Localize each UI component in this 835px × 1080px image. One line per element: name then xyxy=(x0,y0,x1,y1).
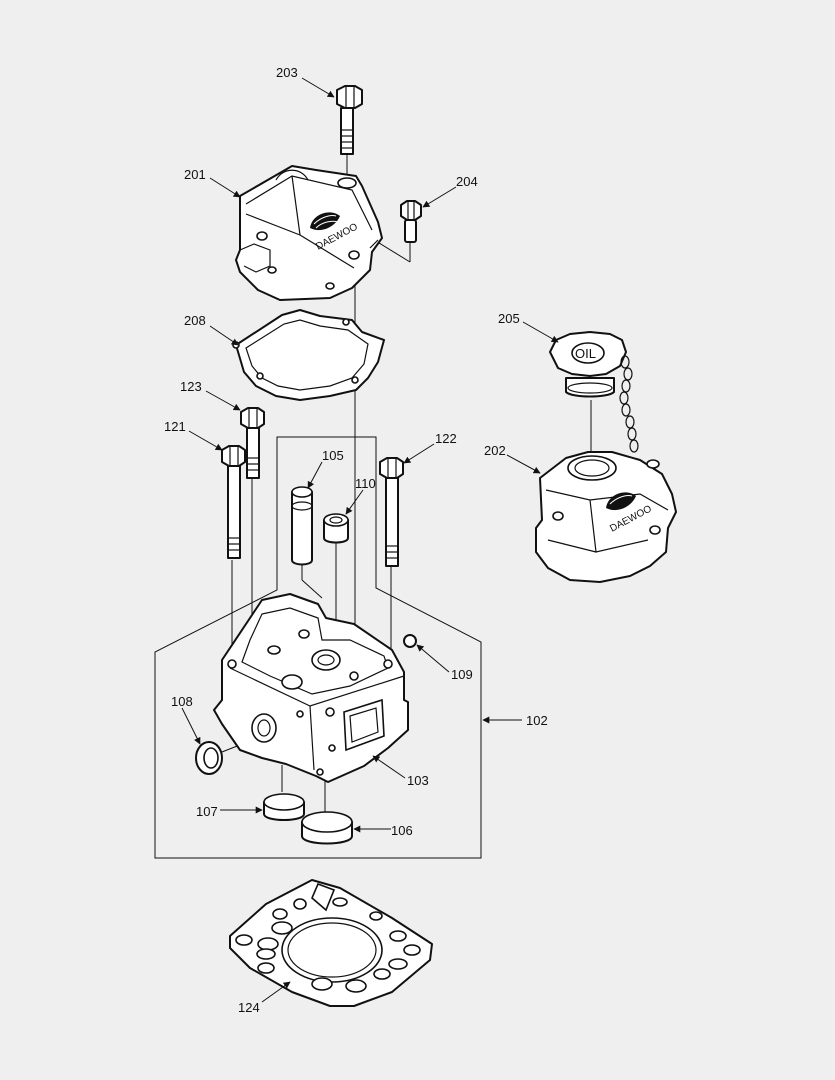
callout-109: 109 xyxy=(451,667,473,682)
alignment-lines xyxy=(221,150,592,812)
head-gasket-124 xyxy=(229,879,433,1007)
seal-ring-108 xyxy=(195,741,223,775)
plug-109 xyxy=(403,634,417,648)
callout-124: 124 xyxy=(238,1000,260,1015)
callout-105: 105 xyxy=(322,448,344,463)
seat-ring-106 xyxy=(301,811,353,845)
assembly-frame-102 xyxy=(154,436,482,859)
callout-102: 102 xyxy=(526,713,548,728)
callout-122: 122 xyxy=(435,431,457,446)
oil-filler-cap-205: OIL xyxy=(549,331,639,453)
daewoo-logo-icon-side xyxy=(606,492,636,511)
callout-106: 106 xyxy=(391,823,413,838)
callout-205: 205 xyxy=(498,311,520,326)
callout-202: 202 xyxy=(484,443,506,458)
callout-201: 201 xyxy=(184,167,206,182)
bolt-204 xyxy=(400,200,422,243)
bolt-203 xyxy=(336,85,363,155)
filler-housing-202: DAEWOO xyxy=(535,451,677,583)
cover-gasket-208 xyxy=(232,309,385,401)
bolt-123 xyxy=(240,407,265,479)
seat-ring-107 xyxy=(263,793,305,821)
callout-208: 208 xyxy=(184,313,206,328)
daewoo-logo-icon xyxy=(310,212,340,231)
cylinder-head-103 xyxy=(213,593,409,783)
valve-guide-105 xyxy=(291,486,313,566)
callout-108: 108 xyxy=(171,694,193,709)
bolt-122 xyxy=(379,457,404,567)
callout-110: 110 xyxy=(355,476,376,491)
callout-103: 103 xyxy=(407,773,429,788)
leader-lines xyxy=(181,77,559,1003)
callout-123: 123 xyxy=(180,379,202,394)
valve-cover-201: DAEWOO xyxy=(235,165,383,301)
chain-icon xyxy=(619,355,639,453)
callout-labels: 203 201 204 208 205 123 121 122 105 110 … xyxy=(164,65,548,1015)
callout-203: 203 xyxy=(276,65,298,80)
callout-204: 204 xyxy=(456,174,478,189)
callout-121: 121 xyxy=(164,419,186,434)
oil-cap-label: OIL xyxy=(575,346,596,361)
bolt-121 xyxy=(221,445,246,559)
valve-seal-110 xyxy=(323,513,349,544)
callout-107: 107 xyxy=(196,804,218,819)
